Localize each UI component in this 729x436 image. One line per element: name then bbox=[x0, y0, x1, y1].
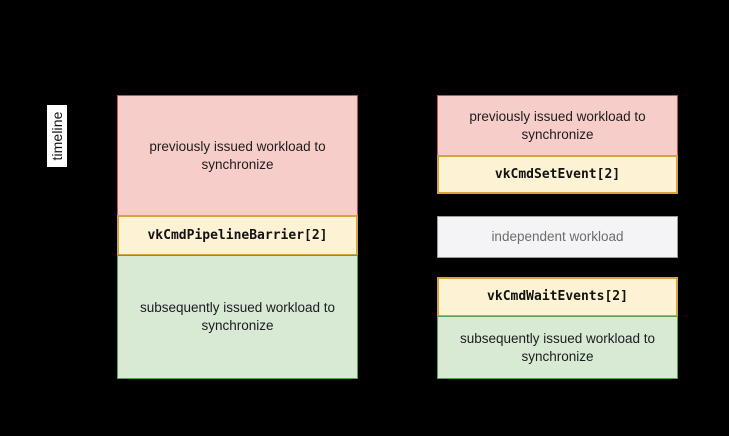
vkcmdwaitevents-block: vkCmdWaitEvents[2] bbox=[437, 277, 678, 317]
events-column: previously issued workload to synchroniz… bbox=[437, 95, 678, 379]
vkcmdpipelinebarrier-block: vkCmdPipelineBarrier[2] bbox=[117, 215, 358, 256]
spacer bbox=[437, 258, 678, 277]
timeline-axis-label: timeline bbox=[47, 105, 67, 167]
subsequent-workload-block: subsequently issued workload to synchron… bbox=[117, 255, 358, 379]
previous-workload-block: previously issued workload to synchroniz… bbox=[117, 95, 358, 216]
previous-workload-block: previously issued workload to synchroniz… bbox=[437, 95, 678, 156]
spacer bbox=[437, 194, 678, 216]
vkcmdsetevent-block: vkCmdSetEvent[2] bbox=[437, 155, 678, 194]
independent-workload-block: independent workload bbox=[437, 216, 678, 258]
subsequent-workload-block: subsequently issued workload to synchron… bbox=[437, 316, 678, 379]
barrier-column: previously issued workload to synchroniz… bbox=[117, 95, 358, 379]
